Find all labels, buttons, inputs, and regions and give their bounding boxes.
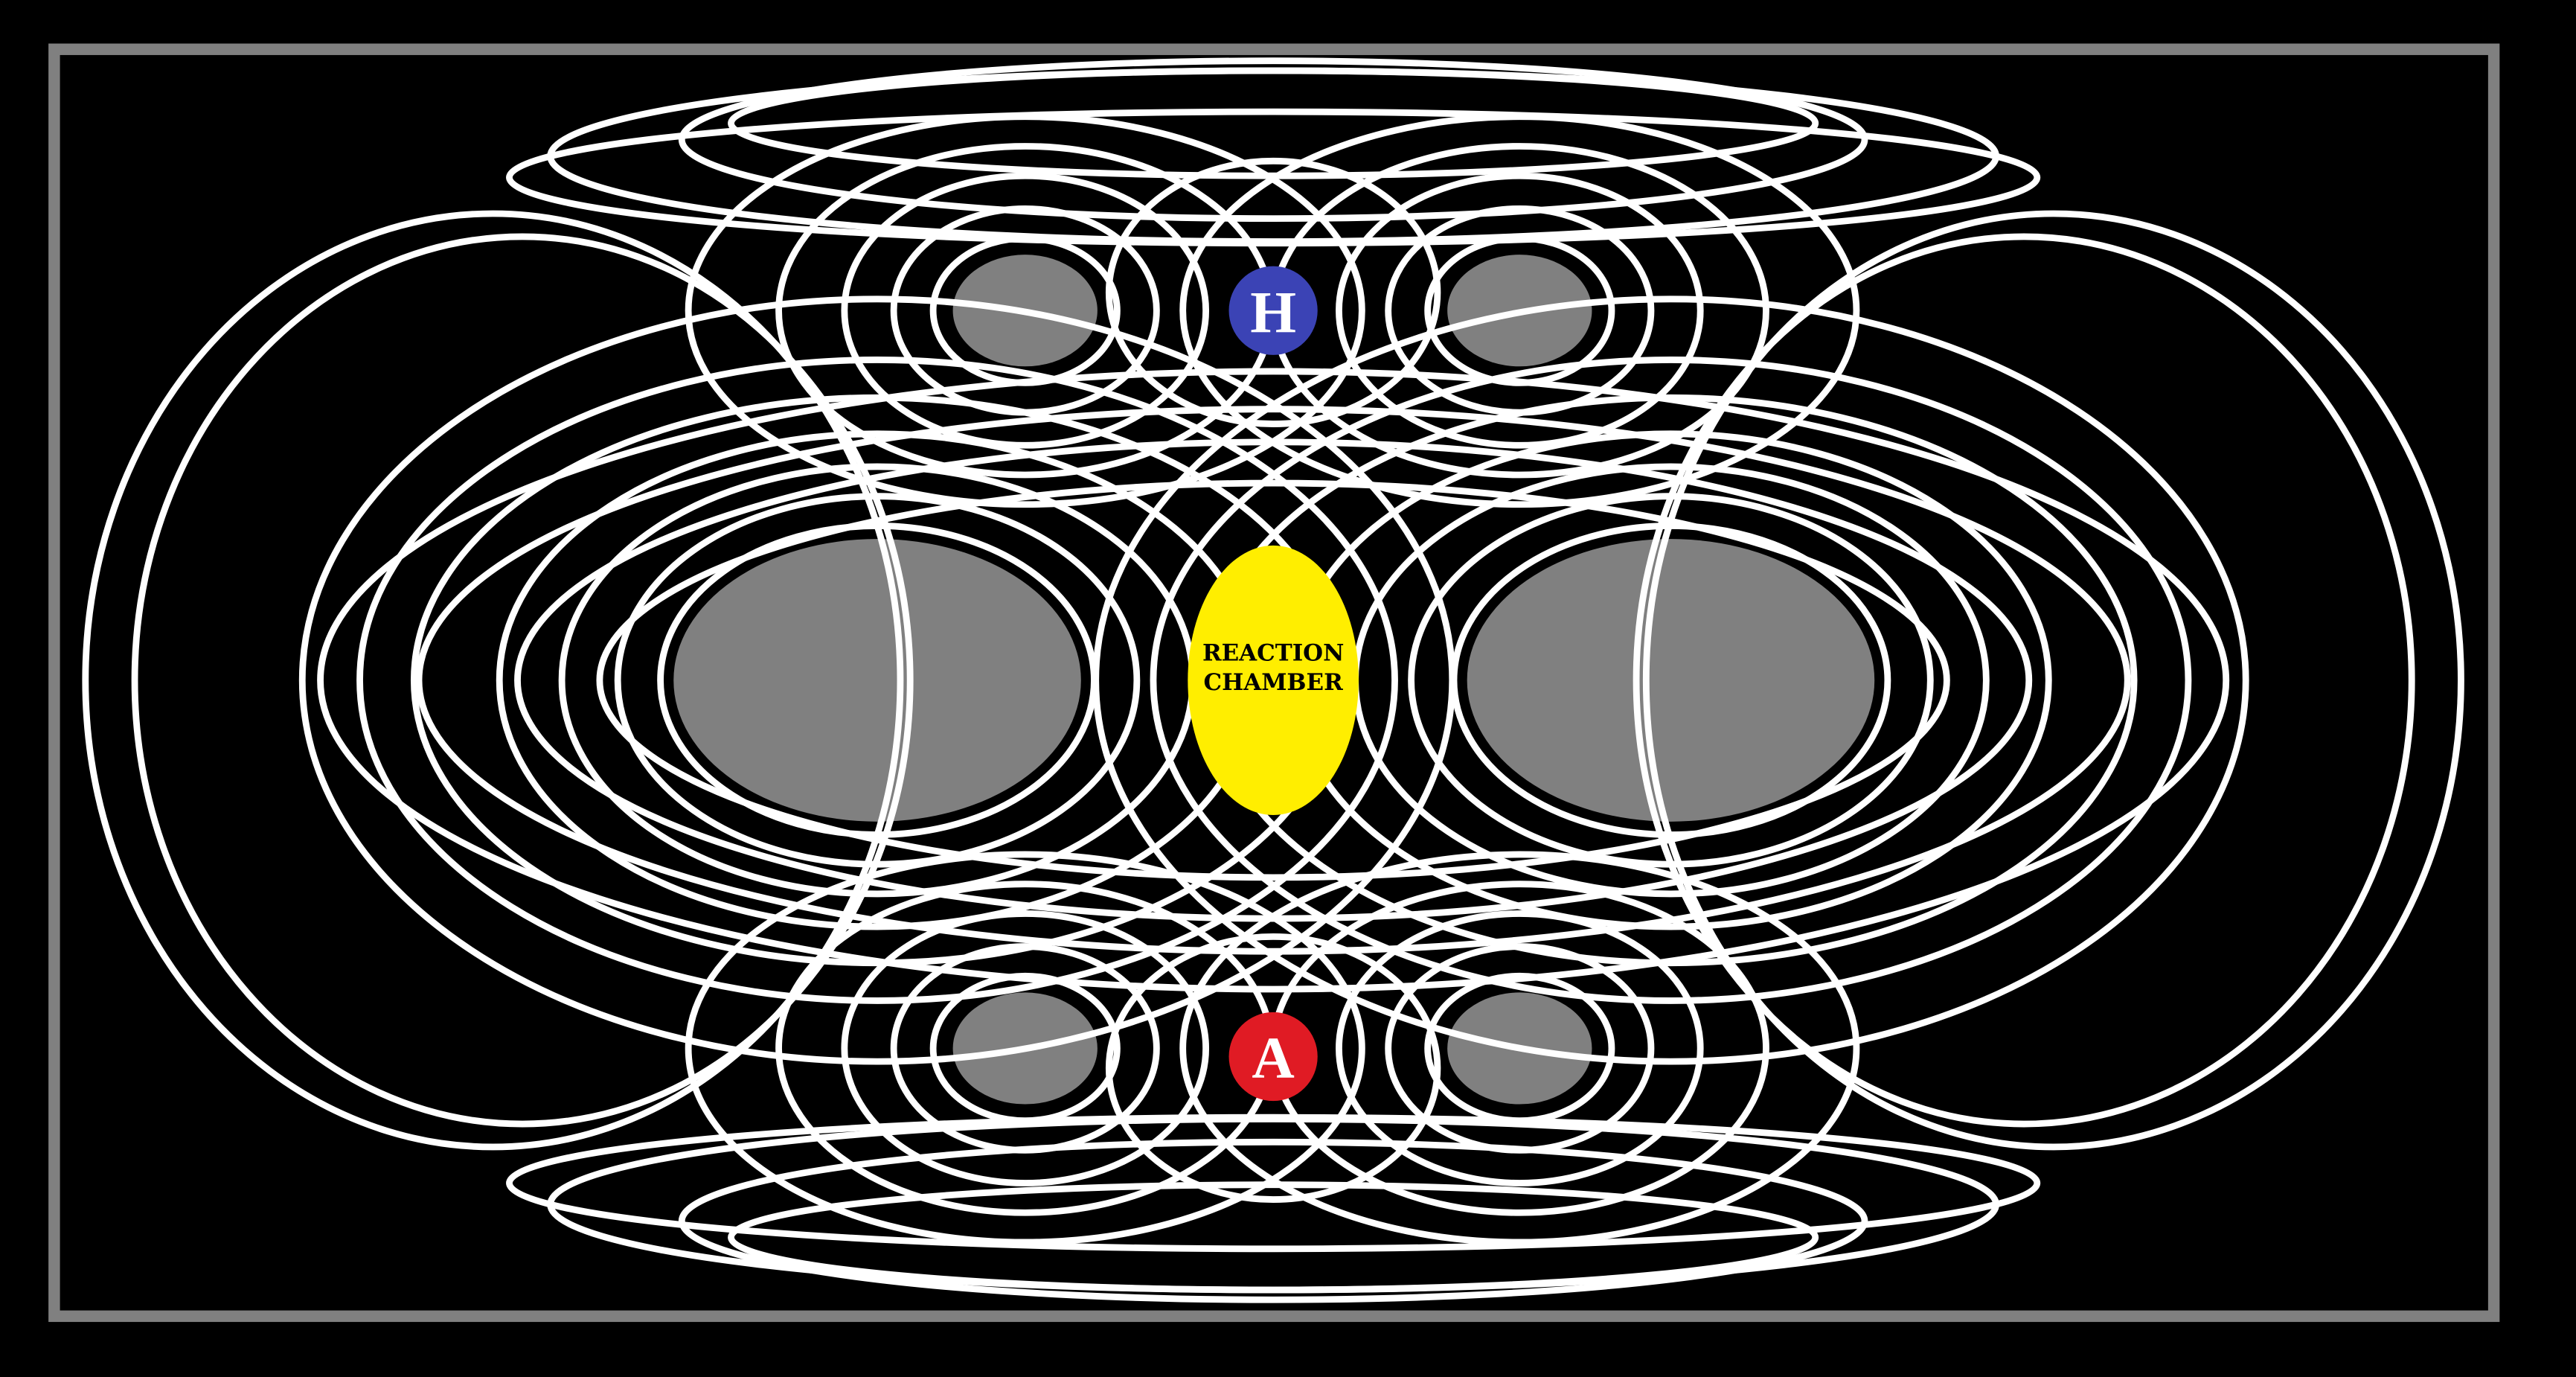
field-line	[506, 108, 2041, 247]
top-marker-circle	[1228, 266, 1318, 355]
field-line	[678, 1138, 1868, 1303]
top-marker-letter: H	[1250, 280, 1296, 345]
field-line	[1450, 523, 1891, 838]
field-line	[1092, 295, 2249, 1065]
right-large-magnet	[1467, 539, 1875, 822]
field-line	[356, 357, 1398, 1004]
bottom-marker-circle	[1228, 1012, 1318, 1102]
reaction-chamber-label-line2: CHAMBER	[1203, 669, 1343, 696]
bottom-marker-letter: A	[1252, 1026, 1294, 1091]
field-line	[1105, 933, 1441, 1203]
field-line	[82, 210, 904, 1151]
bottom-marker: A	[1228, 1012, 1318, 1102]
field-line	[678, 57, 1868, 223]
field-line	[1105, 157, 1441, 427]
field-line	[1642, 210, 2464, 1151]
field-line	[614, 493, 1141, 868]
field-line	[317, 368, 2230, 993]
reaction-chamber-shape	[1188, 545, 1359, 815]
reaction-chamber-label-line1: REACTION	[1202, 639, 1344, 666]
field-line	[131, 233, 914, 1128]
field-line	[1408, 493, 1934, 868]
field-line	[596, 479, 1950, 881]
field-line	[415, 406, 2131, 955]
top-marker: H	[1228, 266, 1318, 355]
reaction-chamber: REACTION CHAMBER	[1188, 545, 1359, 815]
field-line	[1336, 172, 1704, 449]
field-line	[841, 910, 1210, 1186]
field-line	[1150, 357, 2192, 1004]
diagram-frame	[48, 43, 2500, 1323]
field-line	[1633, 233, 2415, 1128]
field-line	[1336, 910, 1704, 1186]
field-line	[728, 67, 1819, 179]
left-large-magnet	[673, 539, 1081, 822]
field-line	[506, 1114, 2041, 1253]
field-line	[728, 1181, 1819, 1294]
field-line	[841, 172, 1210, 449]
